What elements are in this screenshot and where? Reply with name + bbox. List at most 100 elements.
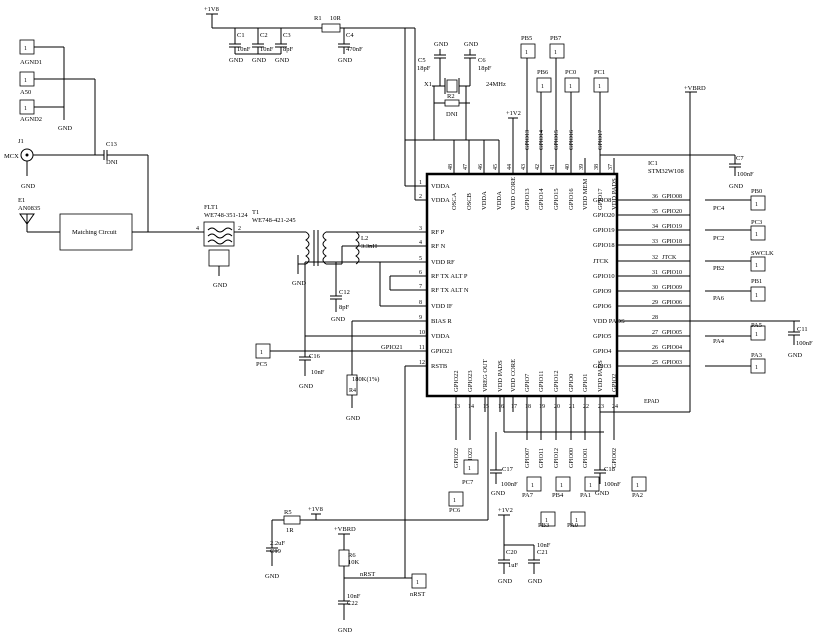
conn-pc0-pin: 1 — [569, 84, 572, 90]
conn-pb1-pin: 1 — [755, 293, 758, 299]
conn-pa1-pin: 1 — [589, 483, 592, 489]
conn-pa5-label: PA5 — [751, 322, 762, 329]
svg-text:4: 4 — [196, 226, 199, 232]
r2-val: DNI — [446, 111, 458, 118]
cap-c2-val: 10nF — [260, 46, 274, 53]
transformer-t1: T1 WE748-421-245 GND — [252, 209, 415, 287]
pin-right-num-33: 33 — [652, 239, 658, 245]
pin-bottom-net-20: GPIO12 — [554, 448, 560, 468]
conn-a50 — [19, 71, 35, 87]
conn-pa1-label: PA1 — [580, 492, 591, 499]
conn-nrst — [411, 573, 427, 589]
conn-pa1 — [584, 476, 600, 492]
net-pc4: PC4 — [713, 205, 725, 212]
pin-bottom-num-20: 20 — [554, 404, 560, 410]
r5-body — [283, 515, 301, 525]
pin-left-num-7: 7 — [419, 284, 422, 290]
cap-c1-val: 10nF — [237, 46, 251, 53]
pin-right-name-28: VDD PADS — [593, 318, 625, 325]
conn-pb0-label: PB0 — [751, 188, 762, 195]
pin-bottom-num-21: 21 — [569, 404, 575, 410]
c20-val: 1uF — [508, 562, 519, 569]
conn-pc0 — [564, 77, 580, 93]
r2-ref: R2 — [447, 93, 455, 100]
pin-left-name-4: RF N — [431, 243, 446, 250]
c17-val: 100nF — [501, 481, 518, 488]
conn-pc1 — [593, 77, 609, 93]
cap-c3-val: 8pF — [283, 46, 294, 53]
conn-agnd1-label: AGND1 — [20, 59, 42, 66]
pin-right-name-31: GPIO10 — [593, 273, 615, 280]
pin-bottom-num-19: 19 — [539, 404, 545, 410]
pin-right-name-35: GPIO20 — [593, 212, 615, 219]
r5-ref: R5 — [284, 509, 292, 516]
t1-ref: T1 — [252, 209, 259, 216]
mcx-label: MCX — [4, 153, 19, 160]
pin-left-name-2: VDDA — [431, 197, 450, 204]
conn-pc0-label: PC0 — [565, 69, 576, 76]
c12-ref: C12 — [339, 289, 350, 296]
conn-pa5 — [750, 325, 766, 341]
pin-bottom-num-23: 23 — [598, 404, 604, 410]
conn-pa3 — [750, 358, 766, 374]
ic1-ref: IC1 — [648, 160, 658, 167]
right-connectors: 1PB01PC31SWCLK1PB11PA51PA3PC4PC2PB2PA6PA… — [705, 188, 774, 374]
pin-left-num-9: 9 — [419, 315, 422, 321]
pin-left-num-11: 11 — [419, 345, 425, 351]
conn-pc3 — [750, 225, 766, 241]
conn-pb4-label: PB4 — [552, 492, 564, 499]
cap-c1-ref: C1 — [237, 32, 245, 39]
pin-right-num-36: 36 — [652, 194, 658, 200]
conn-pb6-label: PB6 — [537, 69, 549, 76]
gnd-c16: GND — [299, 383, 313, 390]
pin-bottom-name-19: GPIO11 — [538, 371, 545, 392]
r4-val: 180K(1%) — [352, 376, 379, 383]
pin-top-num-39: 39 — [579, 164, 585, 170]
inductor-l2: L2 3.3nH — [355, 231, 377, 265]
cap-c4-ref: C4 — [346, 32, 354, 39]
pin-right-net-32: JTCK — [662, 255, 677, 261]
vbrd-right: +VBRD C11 100nF GND — [600, 85, 813, 413]
conn-pc1-pin: 1 — [598, 84, 601, 90]
crystal-section: X1 24MHz R2 DNI GND GND C5 18pF C6 18pF — [417, 41, 506, 174]
gnd-c4: GND — [338, 57, 352, 64]
conn-pc6 — [448, 491, 464, 507]
c7-ref: C7 — [736, 155, 744, 162]
conn-pa0-label: PA0 — [567, 522, 578, 529]
c16-val: 10nF — [311, 369, 325, 376]
conn-pb1-label: PB1 — [751, 278, 762, 285]
pin-left-name-10: VDDA — [431, 333, 450, 340]
pin-top-name-45: VDDA — [496, 191, 503, 210]
c5-ref: C5 — [418, 57, 426, 64]
pin-bottom-name-24: GPIO2 — [611, 374, 618, 392]
r4-ref: R4 — [349, 388, 356, 394]
conn-pa2 — [631, 476, 647, 492]
conn-pa7-pin: 1 — [531, 483, 534, 489]
pin-top-name-43: GPIO13 — [524, 188, 531, 210]
pin-top-num-40: 40 — [565, 164, 571, 170]
pin-top-name-46: VDDA — [481, 191, 488, 210]
gnd-c18: GND — [595, 490, 609, 497]
x1-ref: X1 — [424, 81, 432, 88]
pin-bottom-num-17: 17 — [511, 404, 517, 410]
pin-left-name-11: GPIO21 — [431, 348, 453, 355]
pin-bottom-name-21: GPIO0 — [568, 374, 575, 392]
cap-c3-ref: C3 — [283, 32, 291, 39]
pin-top-num-37: 37 — [608, 164, 614, 170]
conn-agnd1 — [19, 39, 35, 55]
c17-ref: C17 — [502, 466, 514, 473]
c11-ref: C11 — [797, 326, 808, 333]
pin-right-num-29: 29 — [652, 300, 658, 306]
gnd-t1: GND — [292, 280, 306, 287]
pin-right-num-32: 32 — [652, 255, 658, 261]
pin-right-net-29: GPIO06 — [662, 300, 682, 306]
ic1-epad: EPAD — [644, 399, 660, 405]
svg-text:1: 1 — [24, 46, 27, 52]
conn-pb7-pin: 1 — [554, 50, 557, 56]
pin-bottom-num-18: 18 — [525, 404, 531, 410]
conn-pa0-pin: 1 — [575, 518, 578, 524]
pin-top-name-38: GPIO17 — [597, 188, 604, 210]
pin-left-name-12: RSTB — [431, 363, 448, 370]
pin-right-name-25: GPIO3 — [593, 363, 611, 370]
power-vbrd-label: +VBRD — [684, 85, 706, 92]
